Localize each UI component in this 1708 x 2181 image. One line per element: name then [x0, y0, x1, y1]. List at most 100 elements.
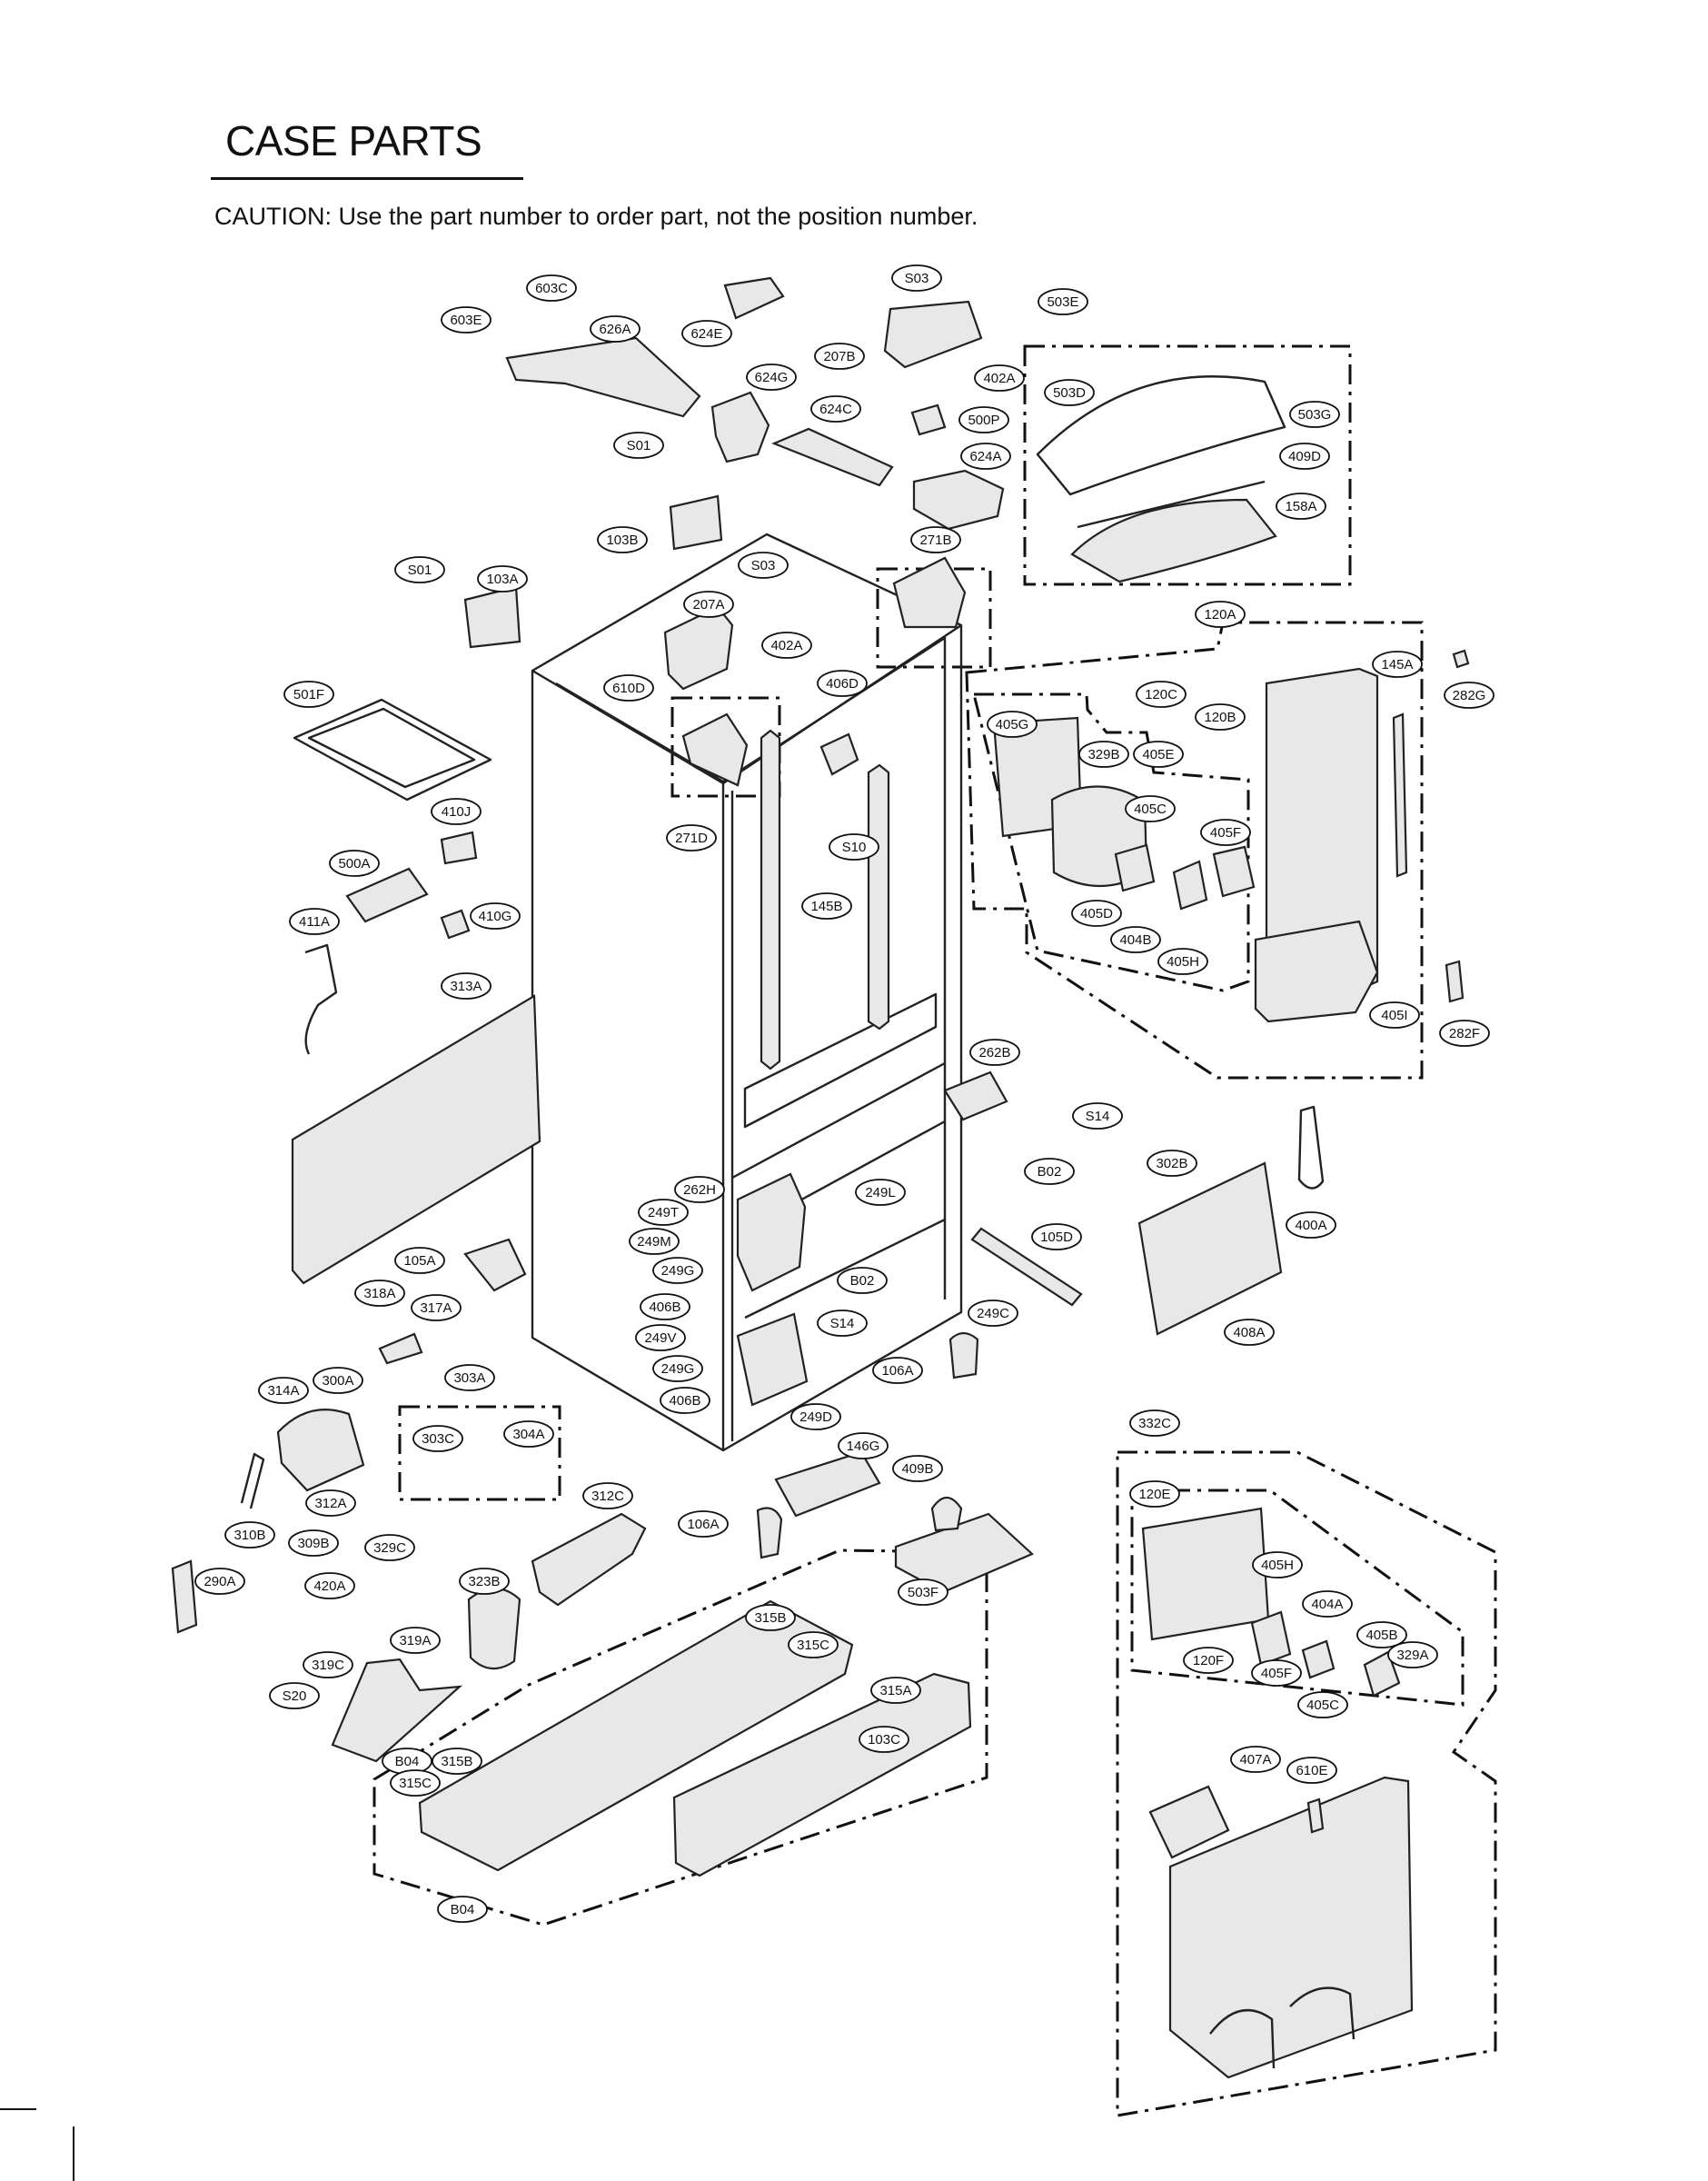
callout-bubble	[1157, 948, 1208, 975]
callout-label: B04	[395, 1754, 420, 1769]
callout-label: 120F	[1193, 1653, 1224, 1668]
callout-503e: 503E	[1038, 288, 1088, 315]
callout-bubble	[652, 1257, 703, 1284]
callout-bubble	[597, 526, 648, 553]
callout-103a: 103A	[477, 565, 528, 593]
callout-bubble	[304, 1572, 355, 1599]
callout-label: 406B	[649, 1300, 680, 1315]
callout-bubble	[1224, 1319, 1275, 1346]
callout-b04: B04	[382, 1748, 432, 1775]
title-underline	[211, 177, 523, 180]
callout-label: 271B	[919, 533, 951, 548]
callout-label: 400A	[1295, 1218, 1326, 1233]
callout-label: 249G	[661, 1361, 695, 1377]
callout-249g: 249G	[652, 1257, 703, 1284]
callout-405g: 405G	[987, 711, 1038, 738]
callout-bubble	[629, 1228, 680, 1255]
callout-b04: B04	[437, 1896, 488, 1923]
callout-bubble	[289, 908, 340, 935]
callout-500p: 500P	[958, 406, 1009, 433]
group-box-120c	[972, 692, 1250, 992]
callout-bubble	[354, 1280, 405, 1307]
callout-bubble	[1110, 926, 1161, 953]
callout-405c: 405C	[1125, 795, 1176, 822]
callout-bubble	[582, 1482, 633, 1509]
callout-bubble	[1302, 1590, 1353, 1618]
callout-315c: 315C	[788, 1631, 839, 1658]
callout-bubble	[394, 556, 445, 583]
callout-bubble	[394, 1247, 445, 1274]
callout-label: 405D	[1080, 906, 1113, 921]
callout-bubble	[1129, 1480, 1180, 1508]
callout-bubble	[1136, 681, 1187, 708]
callout-label: B02	[850, 1273, 875, 1289]
callout-label: 501F	[293, 687, 324, 702]
callout-405c: 405C	[1297, 1691, 1348, 1718]
callout-label: 624C	[819, 402, 852, 417]
callout-249d: 249D	[790, 1403, 841, 1430]
callout-bubble	[635, 1324, 686, 1351]
callout-bubble	[305, 1489, 356, 1517]
callout-label: 405G	[996, 717, 1029, 732]
callout-label: 249M	[637, 1234, 671, 1250]
callout-bubble	[590, 315, 640, 343]
callout-label: 420A	[313, 1578, 345, 1594]
callout-label: 405H	[1261, 1558, 1294, 1573]
callout-bubble	[258, 1377, 309, 1404]
callout-404a: 404A	[1302, 1590, 1353, 1618]
callout-label: 315B	[754, 1610, 786, 1626]
callout-bubble	[432, 1748, 482, 1775]
callout-420a: 420A	[304, 1572, 355, 1599]
callout-label: 309B	[297, 1536, 329, 1551]
callout-label: 410G	[479, 909, 512, 924]
callout-407a: 407A	[1230, 1746, 1281, 1773]
callout-label: 329C	[373, 1540, 406, 1556]
callout-label: 249L	[865, 1185, 895, 1200]
callout-624c: 624C	[810, 395, 861, 423]
callout-label: 503E	[1047, 294, 1078, 310]
callout-bubble	[652, 1355, 703, 1382]
callout-bubble	[441, 306, 492, 334]
callout-bubble	[1195, 703, 1246, 731]
callout-bubble	[910, 526, 961, 553]
refrigerator-cabinet	[531, 533, 1083, 1452]
callout-bubble	[761, 632, 812, 659]
callout-bubble	[891, 264, 942, 292]
callout-bubble	[441, 972, 492, 1000]
callout-bubble	[681, 320, 732, 347]
callout-503f: 503F	[898, 1578, 948, 1606]
callout-label: 303C	[422, 1431, 454, 1447]
callout-610d: 610D	[603, 674, 654, 702]
callout-249v: 249V	[635, 1324, 686, 1351]
callout-bubble	[1276, 493, 1326, 520]
callout-label: 405H	[1167, 954, 1199, 970]
callout-s10: S10	[829, 833, 879, 861]
callout-label: 103A	[486, 572, 518, 587]
callout-label: 323B	[468, 1574, 500, 1589]
callout-207b: 207B	[814, 343, 865, 370]
callout-145b: 145B	[801, 892, 852, 920]
callout-label: 310B	[233, 1528, 265, 1543]
callout-label: 404B	[1119, 932, 1151, 948]
callout-label: 120A	[1204, 607, 1236, 622]
callout-label: S01	[627, 438, 651, 453]
callout-label: 503F	[908, 1585, 938, 1600]
callout-bubble	[1044, 379, 1095, 406]
callout-405f: 405F	[1251, 1659, 1302, 1687]
callout-bubble	[829, 833, 879, 861]
callout-bubble	[958, 406, 1009, 433]
callout-bubble	[1071, 900, 1122, 927]
callout-103b: 103B	[597, 526, 648, 553]
page-title: CASE PARTS	[225, 117, 482, 164]
callout-s14: S14	[1072, 1102, 1123, 1130]
callout-label: 249C	[977, 1306, 1009, 1321]
callout-207a: 207A	[683, 591, 734, 618]
callout-bubble	[1444, 682, 1494, 709]
callout-bubble	[660, 1387, 710, 1414]
callout-411a: 411A	[289, 908, 340, 935]
callout-label: S10	[842, 840, 867, 855]
callout-bubble	[526, 274, 577, 302]
callout-label: 262B	[978, 1045, 1010, 1061]
callout-label: 405B	[1365, 1628, 1397, 1643]
callout-label: S14	[830, 1316, 855, 1331]
